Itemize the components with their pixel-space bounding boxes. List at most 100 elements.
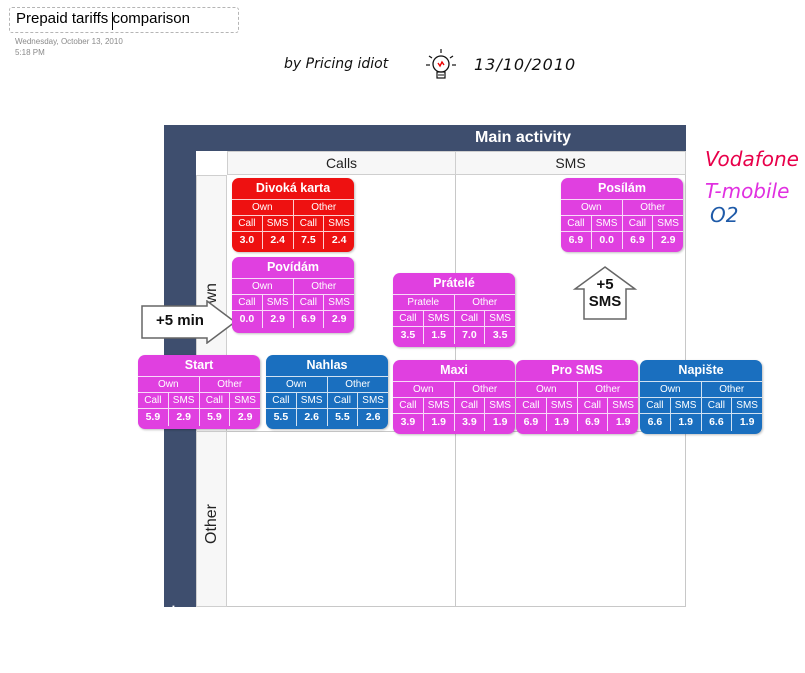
tariff-column-label: SMS — [422, 311, 454, 326]
tariff-group-label: Own — [412, 384, 434, 395]
legend-vodafone: Vodafone — [705, 147, 799, 171]
tariff-name: Posílám — [598, 181, 646, 195]
tariff-column-label: SMS — [545, 398, 577, 413]
tariff-group-label: Other — [326, 377, 389, 392]
column-header-sms: SMS — [455, 151, 686, 175]
tariff-price-value: 3.5 — [400, 329, 416, 341]
tariff-column-label: Call — [576, 398, 608, 413]
tariff-column-label: SMS — [167, 393, 199, 408]
tariff-price-value: 1.9 — [545, 414, 577, 431]
tariff-name: Prátelé — [433, 276, 475, 290]
tariff-column-label: Call — [238, 218, 256, 229]
tariff-group-label: Other — [700, 382, 763, 397]
tariff-price-value: 2.9 — [323, 311, 354, 328]
handwritten-date: 13/10/2010 — [474, 55, 577, 74]
tariff-price-value: 1.9 — [607, 414, 638, 431]
tariff-group-header: Own Other — [516, 381, 638, 397]
tariff-column-label: SMS — [261, 295, 293, 310]
tariff-group-label: Other — [576, 382, 639, 397]
tariff-group-label: Own — [535, 384, 557, 395]
tariff-name: Divoká karta — [255, 181, 331, 195]
row-header-other-label: Other — [203, 503, 220, 544]
tariff-group-header: Own Other — [266, 376, 388, 392]
text-caret — [112, 12, 113, 30]
tariff-price-value: 1.9 — [669, 414, 701, 431]
tariff-column-label: Call — [292, 295, 324, 310]
tariff-column-label: SMS — [484, 398, 515, 413]
tariff-column-label: SMS — [357, 393, 388, 408]
tariff-column-label: SMS — [607, 398, 638, 413]
arrow-up-shape — [572, 266, 638, 320]
operator-axis-label: Operator — [168, 605, 185, 673]
tariff-group-label: Own — [285, 379, 307, 390]
tariff-group-label: Other — [292, 200, 355, 215]
tariff-group-label: Own — [157, 379, 179, 390]
tariff-column-label: Call — [326, 393, 358, 408]
tariff-column-label: Call — [198, 393, 230, 408]
tariff-price-value: 1.9 — [731, 414, 762, 431]
tariff-price-value: 3.9 — [400, 416, 416, 428]
tariff-column-label: SMS — [323, 295, 354, 310]
tariff-column-label: Call — [292, 216, 324, 231]
arrow-plus-sms-number: +5 — [596, 276, 614, 293]
tariff-group-label: Other — [453, 295, 516, 310]
tariff-price-value: 1.9 — [422, 414, 454, 431]
tariff-price-value: 6.6 — [700, 414, 732, 431]
note-title-box[interactable]: Prepaid tariffs comparison — [9, 7, 239, 33]
main-activity-bar: Main activity — [164, 125, 686, 151]
tariff-column-label: SMS — [652, 216, 683, 231]
tariff-price-value: 0.0 — [239, 313, 255, 325]
tariff-column-label: Call — [399, 313, 417, 324]
tariff-price-value: 3.9 — [453, 414, 485, 431]
tariff-price-value: 2.6 — [357, 409, 388, 426]
tariff-price-value: 2.6 — [295, 409, 327, 426]
handwritten-byline: by Pricing idiot — [284, 56, 389, 72]
tariff-group-label: Other — [453, 382, 516, 397]
tariff-price-value: 5.5 — [273, 411, 289, 423]
tariff-group-label: Pratele — [407, 297, 440, 308]
lightbulb-icon — [426, 49, 456, 79]
tariff-column-label: SMS — [731, 398, 762, 413]
tariff-price-value: 7.0 — [453, 327, 485, 344]
tariff-group-label: Other — [292, 279, 355, 294]
tariff-column-label: SMS — [295, 393, 327, 408]
tariff-column-label: Call — [238, 297, 256, 308]
tariff-column-label: Call — [567, 218, 585, 229]
column-header-calls: Calls — [227, 151, 456, 175]
legend-tmobile: T-mobile — [705, 179, 790, 203]
tariff-column-label: SMS — [323, 216, 354, 231]
tariff-group-label: Own — [580, 202, 602, 213]
tariff-price-value: 5.9 — [145, 411, 161, 423]
tariff-price-value: 5.5 — [326, 409, 358, 426]
tariff-column-label: SMS — [261, 216, 293, 231]
tariff-price-value: 6.9 — [621, 232, 653, 249]
tariff-price-value: 0.0 — [590, 232, 622, 249]
tariff-price-value: 2.4 — [323, 232, 354, 249]
tariff-price-value: 6.6 — [647, 416, 663, 428]
tariff-name: Napište — [678, 363, 724, 377]
tariff-price-value: 6.9 — [292, 311, 324, 328]
note-time: 5:18 PM — [15, 48, 45, 57]
